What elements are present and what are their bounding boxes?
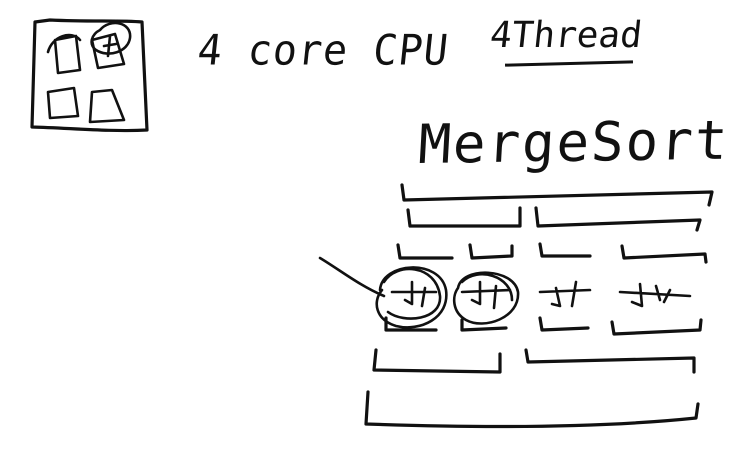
- merge-level-2-q3: [538, 316, 590, 332]
- thread-label: 4Thread: [488, 15, 645, 56]
- cpu-label: 4 core CPU: [195, 26, 452, 76]
- merge-level-0: [364, 390, 700, 429]
- leaf-chunk-3: [538, 280, 592, 308]
- cpu-core-4: [88, 88, 126, 124]
- highlight-circle-1: [375, 266, 448, 329]
- split-level-2-q3: [538, 242, 592, 258]
- merge-level-2-q4: [610, 318, 703, 336]
- merge-sort-diagram: [318, 183, 714, 429]
- cpu-chip-outline: [30, 18, 149, 133]
- leaf-chunk-4: [618, 282, 692, 308]
- pointer-line: [318, 256, 386, 298]
- leaf-chunk-1: [390, 280, 438, 308]
- merge-level-1-left: [372, 348, 502, 374]
- split-level-2-q1: [396, 243, 454, 260]
- highlight-circle-2: [452, 271, 520, 325]
- split-level-1-left: [406, 206, 522, 228]
- cpu-core-2: [90, 32, 126, 70]
- split-level-2-q2: [468, 243, 514, 260]
- cpu-core-2-circle: [90, 21, 132, 55]
- merge-level-2-q1: [384, 316, 438, 332]
- merge-sort-title: MergeSort: [416, 108, 732, 176]
- cpu-core-1: [46, 33, 82, 75]
- cpu-chip-drawing: [30, 18, 149, 133]
- cpu-core-3: [46, 86, 80, 120]
- merge-level-1-right: [524, 348, 696, 374]
- leaf-chunk-2: [460, 280, 512, 310]
- cpu-core-2-mark: [102, 34, 118, 58]
- split-level-2-q4: [620, 244, 708, 264]
- split-level-0: [400, 183, 714, 207]
- split-level-1-right: [534, 206, 702, 232]
- merge-level-2-q2: [460, 318, 508, 332]
